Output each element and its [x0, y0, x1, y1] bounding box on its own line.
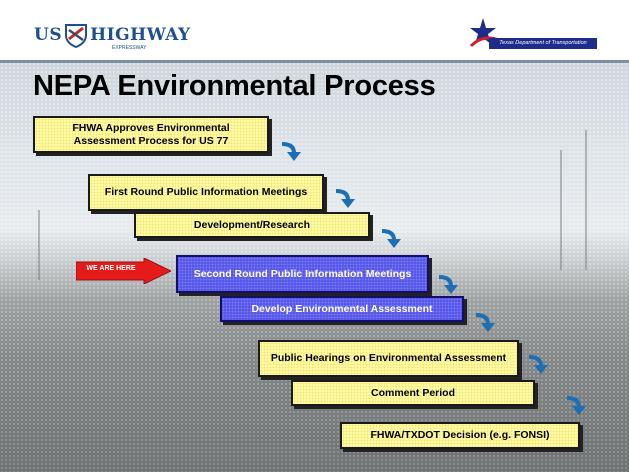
- us-highway-logo: US HIGHWAY EXPRESSWAY: [34, 20, 191, 51]
- utility-pole: [560, 150, 562, 270]
- curved-arrow-icon: [335, 189, 355, 208]
- us-highway-shield-icon: [63, 22, 89, 49]
- utility-pole: [585, 130, 587, 270]
- curved-arrow-icon: [281, 142, 301, 161]
- process-step: FHWA Approves Environmental Assessment P…: [33, 116, 269, 153]
- curved-arrow-icon: [475, 313, 495, 332]
- utility-pole: [38, 210, 40, 280]
- red-arrow-icon: [76, 258, 171, 284]
- logo-sub: EXPRESSWAY: [112, 45, 147, 51]
- curved-arrow-icon: [438, 275, 458, 294]
- header-divider: [0, 60, 629, 63]
- txdot-logo: Texas Department of Transportation: [469, 16, 597, 56]
- process-step-current: Second Round Public Information Meetings: [176, 255, 429, 293]
- process-step: Public Hearings on Environmental Assessm…: [258, 340, 519, 377]
- curved-arrow-icon: [528, 355, 548, 374]
- page-title: NEPA Environmental Process: [33, 70, 436, 102]
- we-are-here-label: WE ARE HERE: [86, 265, 136, 272]
- process-step-current: Develop Environmental Assessment: [220, 296, 464, 322]
- process-step: FHWA/TXDOT Decision (e.g. FONSI): [340, 422, 580, 449]
- process-step: Comment Period: [291, 380, 535, 406]
- curved-arrow-icon: [566, 396, 586, 415]
- txdot-wordmark: Texas Department of Transportation: [489, 38, 597, 49]
- curved-arrow-icon: [381, 229, 401, 248]
- we-are-here-marker: WE ARE HERE: [76, 258, 171, 284]
- process-step: First Round Public Information Meetings: [88, 174, 324, 211]
- logo-main: HIGHWAY: [90, 25, 191, 45]
- logo-prefix: US: [34, 25, 63, 45]
- process-step: Development/Research: [134, 212, 370, 238]
